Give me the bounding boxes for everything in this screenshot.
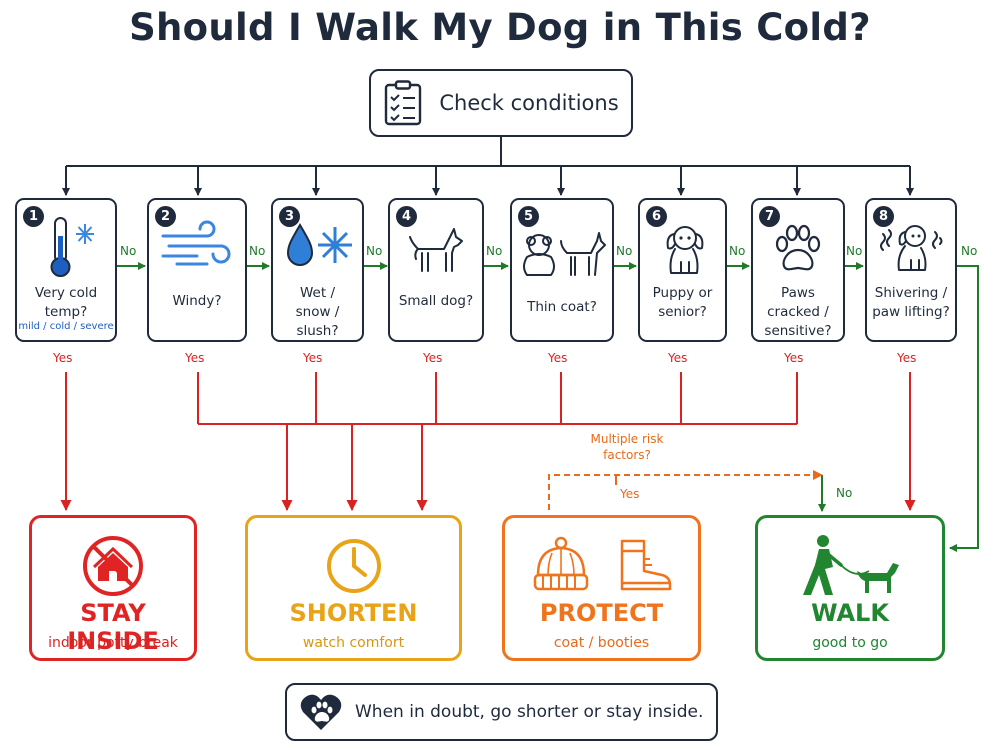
outcome-title: STAY INSIDE <box>67 599 159 655</box>
yes-label: Yes <box>897 351 917 365</box>
question-windy: 2 Windy? <box>147 198 247 342</box>
question-paws-cracked: 7 Paws cracked / sensitive? <box>751 198 845 342</box>
question-text-line1: Wet / <box>300 285 335 301</box>
question-text-line1: Windy? <box>172 293 222 309</box>
yes-label: Yes <box>668 351 688 365</box>
beanie-icon <box>533 536 588 591</box>
question-puppy-or-senior: 6 Puppy or senior? <box>638 198 727 342</box>
clipboard-checklist-icon <box>385 80 422 126</box>
check-conditions-box: Check conditions <box>369 69 633 137</box>
outcome-shorten: SHORTEN watch comfort <box>245 515 462 661</box>
no-house-icon <box>83 536 143 596</box>
boot-icon <box>620 539 671 591</box>
question-text-line2: temp? <box>44 304 88 320</box>
outcome-stay-inside: STAY INSIDE indoor potty break <box>29 515 197 661</box>
question-number: 8 <box>873 206 894 227</box>
outcome-walk: WALK good to go <box>755 515 945 661</box>
question-text-line1: Puppy or <box>652 285 713 301</box>
water-drop-snowflake-icon <box>286 222 352 266</box>
question-number: 1 <box>23 206 44 227</box>
question-text-line1: Shivering / <box>874 285 948 301</box>
outcome-title: SHORTEN <box>289 599 418 627</box>
yes-label: Yes <box>185 351 205 365</box>
no-label: No <box>366 244 383 258</box>
question-wet-snow-slush: 3 Wet / snow / slush? <box>271 198 364 342</box>
puppy-icon <box>666 226 703 274</box>
question-number: 5 <box>518 206 539 227</box>
question-number: 7 <box>759 206 780 227</box>
outcome-subtitle: coat / booties <box>553 635 650 651</box>
no-label: No <box>486 244 503 258</box>
root-label: Check conditions <box>439 91 619 115</box>
question-text-line1: Paws cracked / <box>767 285 829 320</box>
question-small-dog: 4 Small dog? <box>388 198 484 342</box>
person-walking-dog-icon <box>803 535 899 595</box>
no-label: No <box>249 244 266 258</box>
footer-tip: When in doubt, go shorter or stay inside… <box>285 683 718 741</box>
root-branches <box>62 137 914 196</box>
outcome-title: WALK <box>811 599 889 627</box>
question-very-cold-temp: 1 Very cold temp? mild / cold / severe <box>15 198 117 342</box>
outcome-subtitle: good to go <box>812 635 888 651</box>
two-dogs-icon <box>523 232 606 276</box>
outcome-title: PROTECT <box>539 599 664 627</box>
heart-paw-icon <box>300 694 342 730</box>
yes-label: Yes <box>548 351 568 365</box>
no-connectors <box>117 262 979 552</box>
wind-icon <box>161 220 231 266</box>
temp-scale-note: mild / cold / severe <box>18 321 114 332</box>
multiple-risk-factors-question: Multiple risk factors? <box>580 431 674 463</box>
question-text-line2: paw lifting? <box>872 304 950 320</box>
outcome-subtitle: watch comfort <box>302 635 405 651</box>
outcome-subtitle: indoor potty break <box>48 635 178 651</box>
question-number: 3 <box>279 206 300 227</box>
no-label: No <box>836 486 853 500</box>
question-thin-coat: 5 Thin coat? <box>510 198 614 342</box>
yes-label: Yes <box>303 351 323 365</box>
no-label: No <box>729 244 746 258</box>
shivering-dog-icon <box>880 225 943 271</box>
no-label: No <box>120 244 137 258</box>
question-text-line2: snow / slush? <box>295 304 340 339</box>
outcome-protect: PROTECT coat / booties <box>502 515 701 661</box>
clock-icon <box>326 539 381 593</box>
yes-label: Yes <box>423 351 443 365</box>
thermometer-snowflake-icon <box>50 217 94 277</box>
question-shivering: 8 Shivering / paw lifting? <box>865 198 957 342</box>
question-text-line2: sensitive? <box>764 323 832 339</box>
page-title: Should I Walk My Dog in This Cold? <box>129 6 871 49</box>
question-number: 6 <box>646 206 667 227</box>
question-number: 4 <box>396 206 417 227</box>
paw-print-icon <box>775 224 821 271</box>
multi-risk-connectors <box>548 470 823 510</box>
question-text-line1: Small dog? <box>398 293 474 309</box>
question-text-line2: senior? <box>658 304 707 320</box>
footer-text: When in doubt, go shorter or stay inside… <box>355 702 704 722</box>
yes-label: Yes <box>53 351 73 365</box>
no-label: No <box>961 244 978 258</box>
question-text-line1: Thin coat? <box>527 299 597 315</box>
yes-connectors <box>60 372 916 511</box>
small-dog-icon <box>409 228 463 272</box>
yes-label: Yes <box>620 487 640 501</box>
no-label: No <box>846 244 863 258</box>
multi-risk-line2: factors? <box>603 448 651 462</box>
question-number: 2 <box>155 206 176 227</box>
question-text-line1: Very cold <box>34 285 98 301</box>
no-label: No <box>616 244 633 258</box>
multi-risk-line1: Multiple risk <box>590 432 664 446</box>
yes-label: Yes <box>784 351 804 365</box>
